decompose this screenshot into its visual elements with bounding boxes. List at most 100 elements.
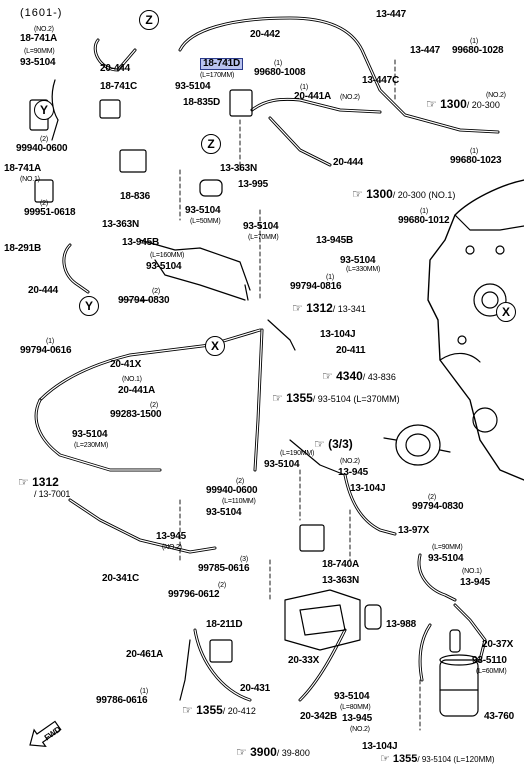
bracket-plate <box>284 589 361 651</box>
length-60mm: (L=60MM) <box>476 668 507 675</box>
part-18-211d[interactable]: 18-211D <box>206 619 243 630</box>
part-18-836[interactable]: 18-836 <box>120 191 150 202</box>
vacuum-pump <box>395 424 441 466</box>
qty-3: (3) <box>240 556 248 563</box>
part-99680-1012[interactable]: 99680-1012 <box>398 215 450 226</box>
qty-1c: (1) <box>470 148 478 155</box>
part-13-945-a[interactable]: 13-945 <box>338 467 368 478</box>
part-93-5104-c[interactable]: 93-5104 <box>185 205 221 216</box>
part-18-740a[interactable]: 18-740A <box>322 559 359 570</box>
part-13-363n-a[interactable]: 13-363N <box>220 163 257 174</box>
part-13-104j-c[interactable]: 13-104J <box>362 741 398 752</box>
highlighted-part-18-741d[interactable]: 18-741D <box>200 58 243 70</box>
part-99794-0816[interactable]: 99794-0816 <box>290 281 342 292</box>
note-no2-b: (NO.2) <box>340 94 360 101</box>
part-13-363n-b[interactable]: 13-363N <box>102 219 139 230</box>
part-20-431[interactable]: 20-431 <box>240 683 270 694</box>
circle-marker-z-center: Z <box>201 134 221 154</box>
ref-3900[interactable]: ☞ 3900/ 39-800 <box>236 745 310 759</box>
part-99794-0616[interactable]: 99794-0616 <box>20 345 72 356</box>
canister-43-760 <box>439 659 479 717</box>
part-93-5110[interactable]: 93-5110 <box>472 655 507 666</box>
qty-2c: (2) <box>152 288 160 295</box>
part-99680-1028[interactable]: 99680-1028 <box>452 45 504 56</box>
part-20-342b[interactable]: 20-342B <box>300 711 337 722</box>
part-20-444-b[interactable]: 20-444 <box>333 157 363 168</box>
part-13-447-a[interactable]: 13-447 <box>376 9 406 20</box>
length-160mm: (L=160MM) <box>150 252 185 259</box>
length-90mm-a: (L=90MM) <box>24 48 55 55</box>
part-13-945b-b[interactable]: 13-945B <box>316 235 353 246</box>
part-20-341c[interactable]: 20-341C <box>102 573 139 584</box>
note-no1-b: (NO.1) <box>122 376 142 383</box>
part-99794-0830-a[interactable]: 99794-0830 <box>118 295 170 306</box>
part-13-995[interactable]: 13-995 <box>238 179 268 190</box>
part-13-945-e[interactable]: 13-945 <box>342 713 372 724</box>
part-93-5104-j[interactable]: 93-5104 <box>428 553 464 564</box>
qty-2e: (2) <box>428 494 436 501</box>
part-20-442[interactable]: 20-442 <box>250 29 280 40</box>
part-99786-0616[interactable]: 99786-0616 <box>96 695 148 706</box>
part-20-441a-no2[interactable]: 20-441A <box>294 91 331 102</box>
part-99951-0618[interactable]: 99951-0618 <box>24 207 76 218</box>
part-13-363n-c[interactable]: 13-363N <box>322 575 359 586</box>
part-43-760[interactable]: 43-760 <box>484 711 514 722</box>
part-18-291b[interactable]: 18-291B <box>4 243 41 254</box>
part-99680-1023[interactable]: 99680-1023 <box>450 155 502 166</box>
part-93-5104-d[interactable]: 93-5104 <box>243 221 279 232</box>
part-99680-1008[interactable]: 99680-1008 <box>254 67 306 78</box>
qty-1a: (1) <box>470 38 478 45</box>
ref-1355-b[interactable]: ☞ 1355/ 20-412 <box>182 703 256 717</box>
part-13-945b-a[interactable]: 13-945B <box>122 237 159 248</box>
part-20-461a[interactable]: 20-461A <box>126 649 163 660</box>
part-99283-1500[interactable]: 99283-1500 <box>110 409 162 420</box>
part-18-835d[interactable]: 18-835D <box>183 97 220 108</box>
part-20-33x[interactable]: 20-33X <box>288 655 320 666</box>
part-99796-0612[interactable]: 99796-0612 <box>168 589 220 600</box>
part-20-444-a[interactable]: 20-444 <box>100 63 130 74</box>
part-18-741a-top[interactable]: 18-741A <box>20 33 57 44</box>
part-99785-0616[interactable]: 99785-0616 <box>198 563 250 574</box>
part-18-741a-lower[interactable]: 18-741A <box>4 163 41 174</box>
ref-1355-a[interactable]: ☞ 1355/ 93-5104 (L=370MM) <box>272 391 400 405</box>
length-190mm: (L=190MM) <box>280 450 315 457</box>
note-no2-c: (NO.2) <box>340 458 360 465</box>
part-13-447c[interactable]: 13-447C <box>362 75 399 86</box>
part-20-444-c[interactable]: 20-444 <box>28 285 58 296</box>
part-99940-0600-a[interactable]: 99940-0600 <box>16 143 68 154</box>
part-93-5104-b[interactable]: 93-5104 <box>175 81 211 92</box>
part-20-41x[interactable]: 20-41X <box>110 359 142 370</box>
part-93-5104-f[interactable]: 93-5104 <box>340 255 376 266</box>
ref-1300-no2[interactable]: ☞ 1300/ 20-300 <box>426 97 500 111</box>
part-93-5104-i[interactable]: 93-5104 <box>206 507 242 518</box>
ref-3-3[interactable]: ☞ (3/3) <box>314 437 353 451</box>
part-93-5104-k[interactable]: 93-5104 <box>334 691 370 702</box>
note-no1-a: (NO.1) <box>20 176 40 183</box>
part-13-945-d[interactable]: 13-945 <box>460 577 490 588</box>
part-93-5104-a[interactable]: 93-5104 <box>20 57 56 68</box>
ref-1355-c[interactable]: ☞ 1355/ 93-5104 (L=120MM) <box>380 753 495 765</box>
note-no1-c: (NO.1) <box>462 568 482 575</box>
ref-4340[interactable]: ☞ 4340/ 43-836 <box>322 369 396 383</box>
ref-1300-no1[interactable]: ☞ 1300/ 20-300 (NO.1) <box>352 187 456 201</box>
part-99794-0830-b[interactable]: 99794-0830 <box>412 501 464 512</box>
part-99940-0600-b[interactable]: 99940-0600 <box>206 485 258 496</box>
ref-1312-b[interactable]: ☞ 1312 <box>18 475 59 489</box>
part-18-741c[interactable]: 18-741C <box>100 81 137 92</box>
part-93-5104-e[interactable]: 93-5104 <box>146 261 182 272</box>
part-93-5104-h[interactable]: 93-5104 <box>264 459 300 470</box>
part-13-945-c[interactable]: 13-945 <box>156 531 186 542</box>
part-13-97x[interactable]: 13-97X <box>398 525 430 536</box>
part-93-5104-g[interactable]: 93-5104 <box>72 429 108 440</box>
part-20-441a[interactable]: 20-441A <box>118 385 155 396</box>
part-20-411[interactable]: 20-411 <box>336 345 366 356</box>
ref-1312-a[interactable]: ☞ 1312/ 13-341 <box>292 301 366 315</box>
part-13-104j-a[interactable]: 13-104J <box>320 329 356 340</box>
part-13-447-b[interactable]: 13-447 <box>410 45 440 56</box>
part-20-37x[interactable]: 20-37X <box>482 639 514 650</box>
part-13-988[interactable]: 13-988 <box>386 619 416 630</box>
part-13-104j-b[interactable]: 13-104J <box>350 483 386 494</box>
length-170mm: (L=170MM) <box>200 72 235 79</box>
header-code: (1601-) <box>20 7 63 19</box>
